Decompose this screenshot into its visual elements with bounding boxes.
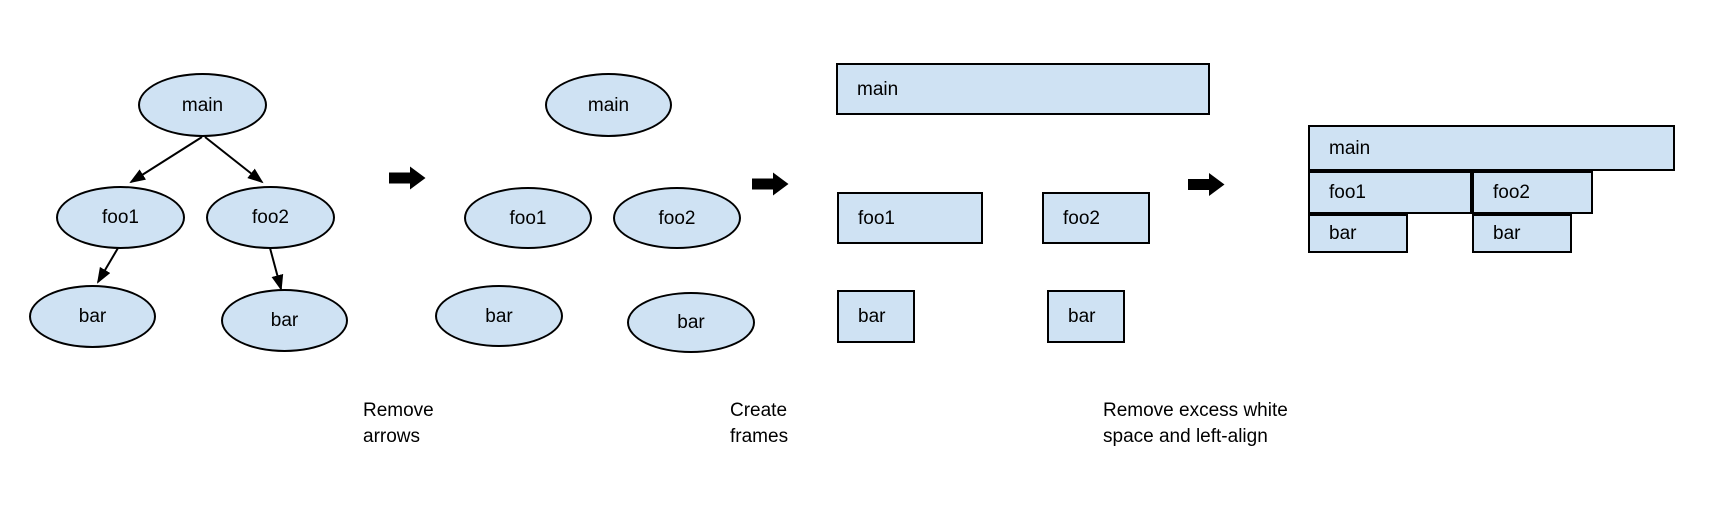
- step-label-line1: Remove: [363, 400, 434, 421]
- step-label-line1: Create: [730, 400, 788, 421]
- stage3-frame-bar-right: bar: [1047, 290, 1125, 343]
- stage4-frame-foo2: foo2: [1472, 171, 1593, 214]
- stage2-node-foo2: foo2: [613, 187, 741, 249]
- edge-foo2-bar: [269, 247, 284, 291]
- step-arrow-3-icon: [1188, 173, 1225, 196]
- step-label-remove-arrows: Remove arrows: [363, 398, 434, 450]
- stage2-node-foo1: foo1: [464, 187, 592, 249]
- stage3-frame-foo2: foo2: [1042, 192, 1150, 244]
- stage1-node-foo2: foo2: [206, 186, 335, 249]
- stage4-frame-bar-right: bar: [1472, 214, 1572, 253]
- stage1-node-bar-left: bar: [29, 285, 156, 348]
- edge-main-foo2: [204, 136, 264, 184]
- stage3-frame-bar-left: bar: [837, 290, 915, 343]
- stage4-frame-main: main: [1308, 125, 1675, 171]
- step-label-line1: Remove excess white: [1103, 400, 1288, 421]
- stage4-frame-bar-left: bar: [1308, 214, 1408, 253]
- step-label-remove-whitespace: Remove excess white space and left-align: [1103, 398, 1288, 450]
- edge-foo1-bar: [96, 247, 119, 284]
- stage2-node-bar-left: bar: [435, 285, 563, 347]
- stage2-node-bar-right: bar: [627, 292, 755, 353]
- step-label-line2: frames: [730, 426, 789, 447]
- step-arrow-1-icon: [389, 166, 426, 190]
- step-label-line2: arrows: [363, 426, 421, 447]
- stage1-node-bar-right: bar: [221, 289, 348, 352]
- stage1-node-foo1: foo1: [56, 186, 185, 249]
- stage2-node-main: main: [545, 73, 672, 137]
- step-arrow-2-icon: [752, 172, 789, 196]
- step-label-line2: space and left-align: [1103, 426, 1268, 447]
- stage4-frame-foo1: foo1: [1308, 171, 1472, 214]
- step-label-create-frames: Create frames: [730, 398, 788, 450]
- stage3-frame-main: main: [836, 63, 1210, 115]
- stage1-node-main: main: [138, 73, 267, 137]
- edge-main-foo1: [129, 136, 203, 184]
- stage3-frame-foo1: foo1: [837, 192, 983, 244]
